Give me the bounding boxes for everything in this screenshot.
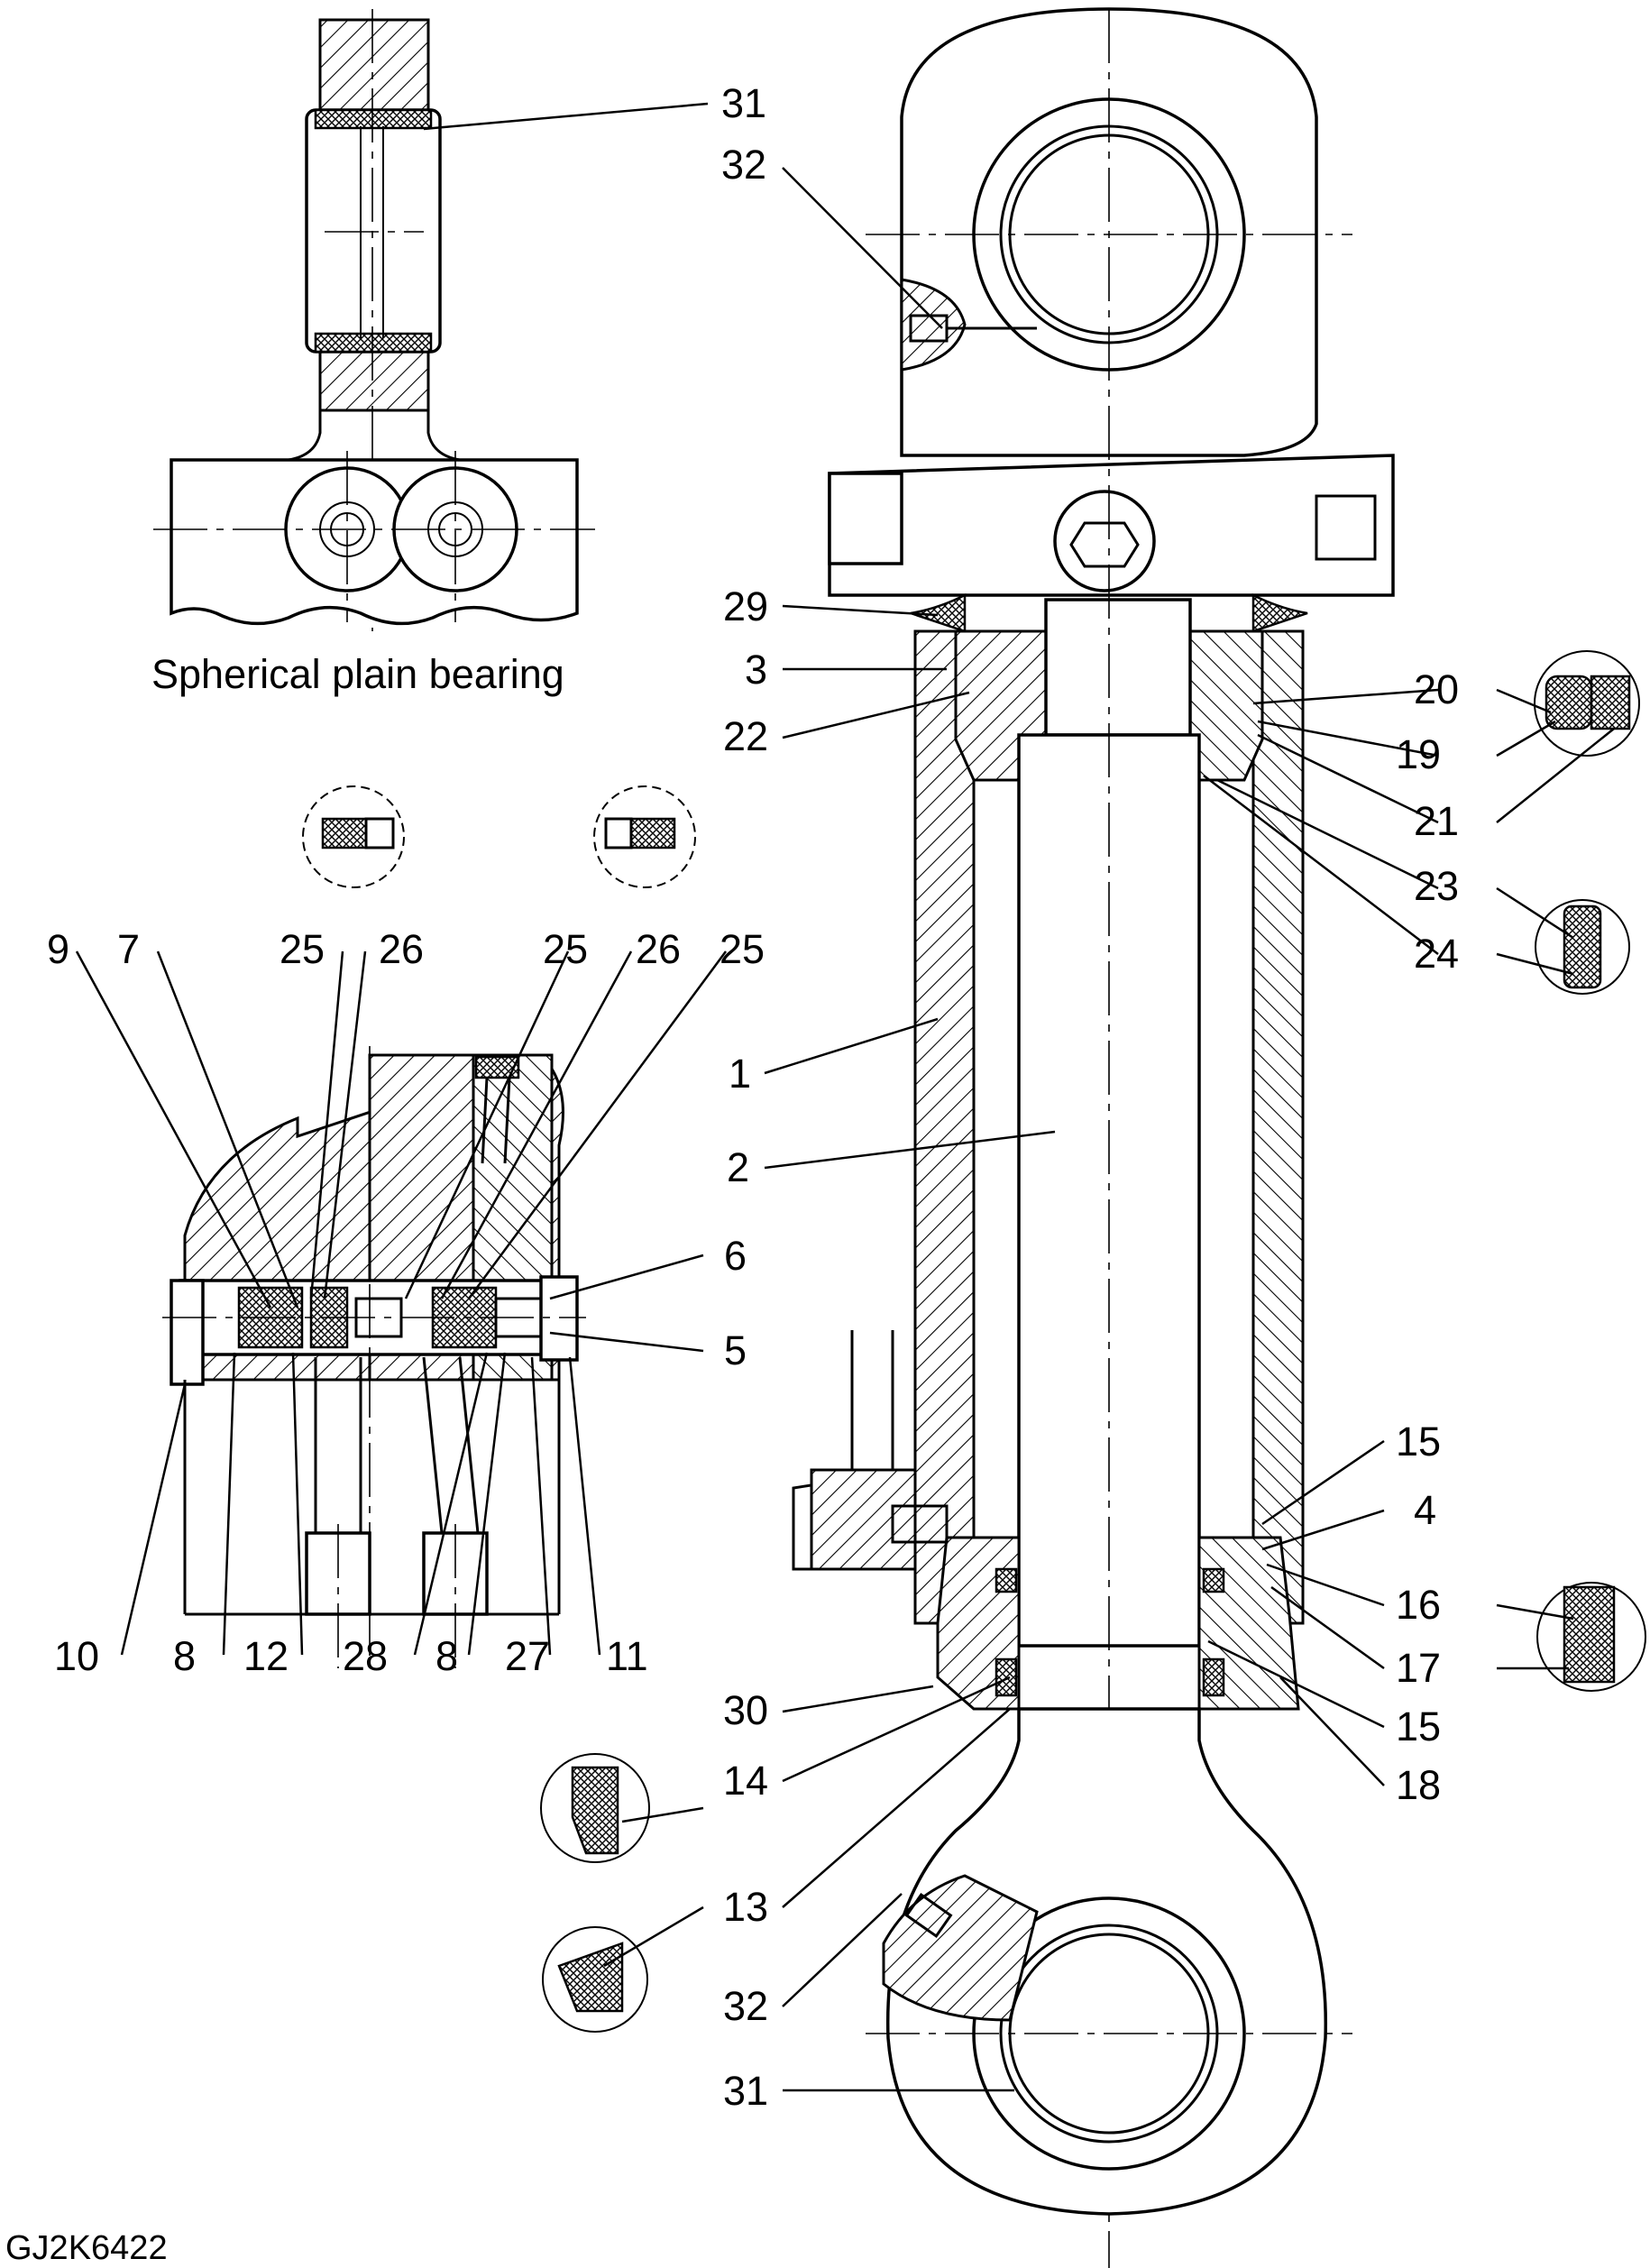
callout-10: 10 [54, 1633, 99, 1679]
callout-17: 17 [1396, 1645, 1441, 1691]
callout-25-a: 25 [280, 926, 325, 972]
callout-2: 2 [727, 1144, 749, 1190]
seal-detail-13 [542, 1926, 648, 2033]
callout-4: 4 [1414, 1487, 1436, 1533]
callout-28: 28 [343, 1633, 388, 1679]
callout-29: 29 [723, 583, 768, 629]
callout-15-top: 15 [1396, 1419, 1441, 1465]
callout-8-b: 8 [435, 1633, 458, 1679]
callout-6: 6 [724, 1233, 747, 1279]
callout-32-bottom: 32 [723, 1983, 768, 2029]
callout-16: 16 [1396, 1582, 1441, 1628]
callout-21: 21 [1414, 798, 1459, 844]
callout-14: 14 [723, 1758, 768, 1804]
figure-code: GJ2K6422 [5, 2229, 168, 2267]
callout-22: 22 [723, 713, 768, 759]
callout-25-c: 25 [720, 926, 765, 972]
callout-31-top: 31 [721, 80, 766, 126]
callout-11: 11 [606, 1633, 648, 1679]
valve-block-section [162, 1046, 586, 1668]
callout-9: 9 [47, 926, 69, 972]
callout-23: 23 [1414, 863, 1459, 909]
callout-32-top: 32 [721, 142, 766, 188]
callout-12: 12 [243, 1633, 289, 1679]
callout-7: 7 [117, 926, 140, 972]
spherical-bearing-inset [153, 9, 595, 631]
callout-18: 18 [1396, 1762, 1441, 1808]
callout-20: 20 [1414, 666, 1459, 712]
main-cylinder [792, 7, 1395, 2268]
seal-detail-16-17 [1536, 1582, 1646, 1692]
callout-25-b: 25 [543, 926, 588, 972]
callout-30: 30 [723, 1687, 768, 1733]
callout-13: 13 [723, 1884, 768, 1930]
callout-5: 5 [724, 1327, 747, 1373]
callout-19: 19 [1396, 731, 1441, 777]
callout-8-a: 8 [173, 1633, 196, 1679]
callout-27: 27 [505, 1633, 550, 1679]
seal-detail-19-20-21 [1534, 650, 1640, 757]
inset-caption: Spherical plain bearing [151, 651, 564, 697]
callout-24: 24 [1414, 931, 1459, 977]
seal-detail-14 [540, 1753, 650, 1863]
seal-detail-25-26-left [302, 785, 405, 888]
callout-31-bottom: 31 [723, 2068, 768, 2114]
leader-lines [75, 102, 1615, 2092]
seal-detail-25-26-right [593, 785, 696, 888]
callout-1: 1 [729, 1051, 751, 1097]
callout-26-b: 26 [636, 926, 681, 972]
callout-15-bottom: 15 [1396, 1703, 1441, 1749]
callout-3: 3 [745, 647, 767, 693]
callout-labels: 31 32 29 3 22 1 2 6 5 20 19 21 23 24 15 … [47, 80, 1459, 2114]
seal-detail-23-24 [1535, 899, 1630, 995]
callout-26-a: 26 [379, 926, 424, 972]
